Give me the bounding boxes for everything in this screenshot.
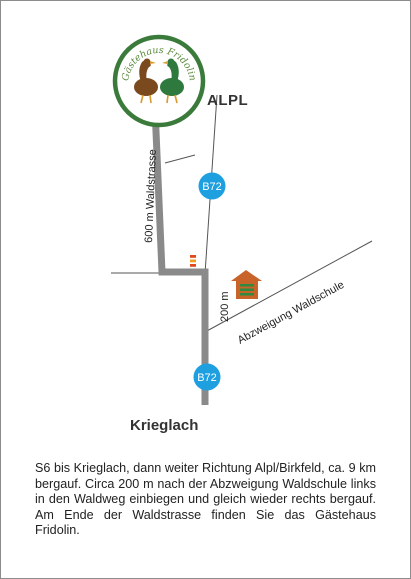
goose-green-icon — [160, 58, 184, 104]
side-road-upper — [164, 154, 196, 164]
school-house-icon — [231, 270, 262, 299]
directions-text: S6 bis Krieglach, dann weiter Richtung A… — [35, 461, 376, 538]
goose-brown-icon — [134, 58, 158, 104]
road-label-waldstrasse: 600 m Waldstrasse — [143, 149, 159, 243]
route-line — [151, 107, 209, 405]
waymark-sign-icon — [190, 255, 196, 267]
highway-badge-bottom-text: B72 — [197, 372, 217, 384]
highway-badge-top: B72 — [198, 172, 226, 200]
place-label-krieglach: Krieglach — [130, 417, 199, 434]
road-waldschule — [204, 240, 373, 333]
highway-badge-bottom: B72 — [193, 363, 221, 391]
place-label-alpl: ALPL — [207, 92, 249, 109]
guesthouse-logo: Gästehaus Fridolin — [112, 34, 206, 128]
logo-ring — [112, 34, 206, 128]
distance-label: 200 m — [219, 291, 231, 322]
highway-badge-top-text: B72 — [202, 181, 222, 193]
